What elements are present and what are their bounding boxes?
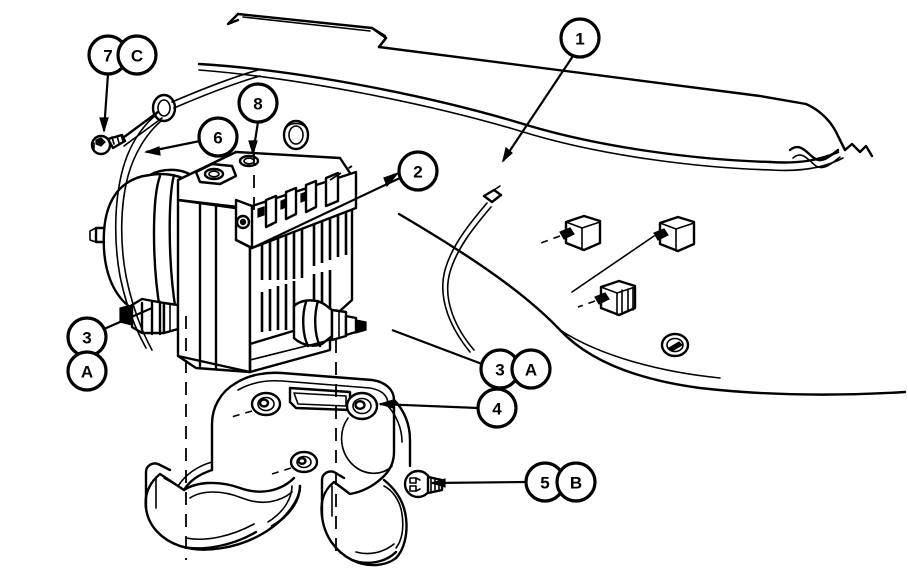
arrowhead xyxy=(383,171,400,188)
leader-lines xyxy=(99,55,574,488)
ground-screw xyxy=(90,133,127,156)
callout-label: C xyxy=(131,47,143,66)
mounting-bracket xyxy=(144,371,412,567)
callout-8[interactable]: 8 xyxy=(237,82,279,124)
callout-label: 2 xyxy=(413,163,422,182)
callout-circle xyxy=(66,350,108,392)
callout-4[interactable]: 4 xyxy=(476,387,518,429)
callout-circle xyxy=(197,116,239,158)
hcu-assembly xyxy=(176,119,367,374)
callout-label: 3 xyxy=(82,329,91,348)
callout-label: 8 xyxy=(253,95,262,114)
callout-label: 3 xyxy=(495,361,504,380)
brake-line-clip xyxy=(577,279,637,317)
assembly-centerlines xyxy=(185,140,353,560)
wiring-harness xyxy=(114,69,261,351)
callout-label: 5 xyxy=(540,474,549,493)
callout-label: A xyxy=(81,363,93,382)
bracket-isolator-hole xyxy=(345,391,379,421)
callout-A-left[interactable]: A xyxy=(66,350,108,392)
callout-circle xyxy=(397,150,439,192)
motor-outlet-fitting xyxy=(119,297,180,336)
bracket-isolator-hole xyxy=(227,391,282,419)
callout-label: B xyxy=(570,474,582,493)
arrowhead xyxy=(99,117,109,134)
callout-1[interactable]: 1 xyxy=(559,17,601,59)
callout-label: 4 xyxy=(492,400,502,419)
body-panel xyxy=(197,12,907,396)
callout-circle xyxy=(510,348,552,390)
callout-label: 7 xyxy=(103,47,112,66)
hcu-connector-header xyxy=(234,170,358,250)
callout-2[interactable]: 2 xyxy=(397,150,439,192)
brake-tube xyxy=(442,185,503,353)
callout-label: 1 xyxy=(575,30,584,49)
brake-line-clips xyxy=(537,214,696,317)
callout-circle xyxy=(476,387,518,429)
arrowhead xyxy=(377,399,394,409)
hcu-outlet-port xyxy=(292,299,367,348)
arrowhead xyxy=(429,478,446,488)
callout-B[interactable]: B xyxy=(555,461,597,503)
brake-line-clip xyxy=(653,215,696,253)
callout-3-left[interactable]: 3 xyxy=(66,316,108,358)
callout-circle xyxy=(116,34,158,76)
callout-C[interactable]: C xyxy=(116,34,158,76)
callout-A-right[interactable]: A xyxy=(510,348,552,390)
grommet xyxy=(660,332,690,358)
arrowhead xyxy=(248,140,258,157)
bracket-isolator-hole xyxy=(271,450,319,475)
arrowhead xyxy=(143,146,161,156)
callout-circle xyxy=(555,461,597,503)
callout-circle xyxy=(237,82,279,124)
mounting-bolt xyxy=(403,469,444,499)
pump-motor xyxy=(89,168,201,336)
callout-6[interactable]: 6 xyxy=(197,116,239,158)
callout-label: A xyxy=(525,361,537,380)
brake-line-clip xyxy=(537,214,602,252)
arrowhead xyxy=(501,146,513,163)
callout-circle xyxy=(559,17,601,59)
callout-label: 6 xyxy=(213,129,222,148)
